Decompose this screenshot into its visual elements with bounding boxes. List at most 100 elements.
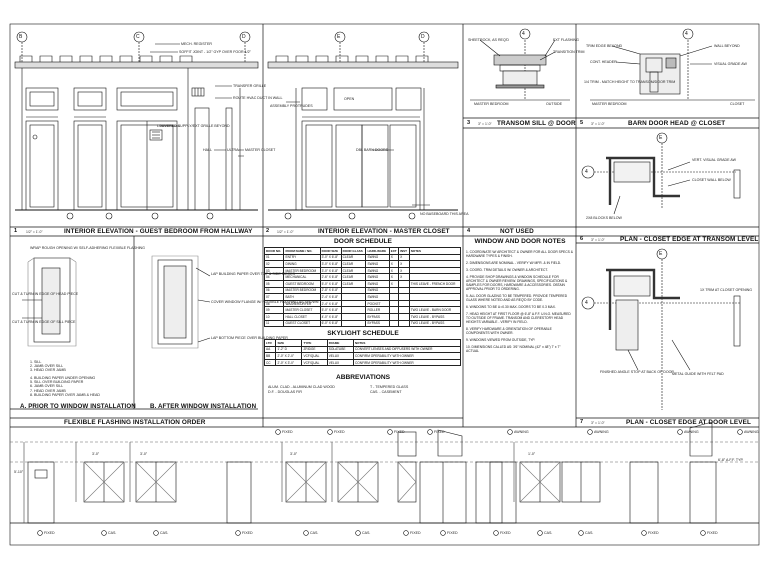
type-tag: AWNING <box>684 430 699 434</box>
skylight-schedule-header-cell: TYPE <box>301 339 328 347</box>
door-schedule-cell <box>388 286 400 295</box>
label-cut-turn-sill: CUT & TURN IN EDGE OF SILL PIECE <box>12 320 76 324</box>
label-trim-closet: 1X TRIM AT CLOSET OPENING <box>700 288 753 292</box>
door-schedule-title: DOOR SCHEDULE <box>334 238 392 245</box>
skylight-schedule-cell: VELUX <box>326 352 354 360</box>
door-schedule-cell: MECHANICAL <box>283 273 321 281</box>
panel-2-scale: 1/2" = 1'-0" <box>277 230 294 234</box>
label-2x8-blocks: 2X8 BLOCKS BELOW <box>586 216 622 220</box>
door-schedule-cell: TWO LEAVE - BYPASS <box>408 312 462 321</box>
type-tag: AWNING <box>744 430 759 434</box>
label-master-closet: MASTER CLOSET <box>245 148 276 152</box>
label-hr-trim: 1/4 TRIM - MATCH HEIGHT TO TRANSOM/DOOR … <box>584 80 676 84</box>
door-schedule-cell: 04 <box>263 273 285 281</box>
label-sheetrock: SHEETROCK, AS REQ'D <box>468 38 510 42</box>
door-schedule-cell <box>398 293 410 301</box>
flashing-b-title: B. AFTER WINDOW INSTALLATION <box>150 403 257 410</box>
door-schedule-cell <box>408 299 462 308</box>
type-tag: FIXED <box>394 430 405 434</box>
label-ultra: ULTRA <box>227 148 239 152</box>
panel-7-title: PLAN - CLOSET EDGE AT DOOR LEVEL <box>626 419 751 426</box>
door-schedule-cell <box>340 306 367 314</box>
door-schedule-cell: 3'-0" X 6'-8" <box>319 260 342 268</box>
door-schedule-header-cell: EXT <box>388 247 400 255</box>
label-mech-register: MECH. REGISTER <box>181 42 212 46</box>
skylight-schedule-cell: SOLATUBE <box>326 345 354 354</box>
type-tag: FIXED <box>44 531 55 535</box>
panel-1-scale: 1/2" = 1'-0" <box>26 230 43 234</box>
label-open: OPEN <box>344 97 355 101</box>
door-schedule-cell: HALL CLOSET <box>283 312 321 321</box>
dim-label: 5'-10" <box>14 470 24 474</box>
door-schedule-cell: ENTRY <box>283 253 321 262</box>
door-schedule-cell: MASTER CLOSET <box>283 306 321 314</box>
panel-5-title: BARN DOOR HEAD @ CLOSET <box>628 120 726 127</box>
dim-label: 3'-0" <box>290 452 298 456</box>
skylight-schedule-cell: VCF/QUAL <box>301 358 328 367</box>
type-tag: FIXED <box>242 531 253 535</box>
door-schedule-cell: 2'-8" X 6'-8" <box>319 286 342 295</box>
door-schedule-cell: CLEAR <box>340 266 367 275</box>
panel-1-title: INTERIOR ELEVATION - GUEST BEDROOM FROM … <box>64 228 253 235</box>
door-schedule-header-cell: NOTES <box>408 247 462 255</box>
grid-bubble-b: B <box>19 34 23 40</box>
door-schedule-cell: CLEAR <box>340 279 367 288</box>
door-schedule-cell <box>398 319 410 328</box>
door-schedule-cell: CLEAR <box>340 253 367 262</box>
dim-label: 1'-0" <box>528 452 536 456</box>
window-note: 8. VERIFY HARDWARE & ORIENTATION OF OPER… <box>466 327 552 336</box>
skylight-schedule-cell: 2'-0" X 3'-0" <box>275 358 303 367</box>
type-tag: FIXED <box>707 531 718 535</box>
flashing-a-title: A. PRIOR TO WINDOW INSTALLATION <box>20 403 136 410</box>
type-tag: AWNING <box>514 430 529 434</box>
door-schedule-cell <box>388 299 400 308</box>
type-tag: FIXED <box>410 531 421 535</box>
window-note: 2. DIMENSIONS ARE NOMINAL - VERIFY W/ MF… <box>466 261 562 265</box>
door-schedule-header-cell: DOOR SIZE <box>319 247 342 255</box>
door-schedule-cell: X <box>398 266 410 275</box>
panel-3-title: TRANSOM SILL @ DOOR <box>497 120 576 127</box>
panel-2-number: 2 <box>266 228 270 234</box>
door-schedule-header-cell: DOOR NO. <box>263 247 285 255</box>
grid-bubble-e3: E <box>659 251 663 257</box>
door-schedule-cell: 2'-4" X 6'-8" <box>319 293 342 301</box>
type-tag: FIXED <box>334 430 345 434</box>
door-schedule-cell: X <box>388 260 400 268</box>
label-assembly: ASSEMBLY PROTRUDES <box>270 104 313 108</box>
door-schedule-cell <box>388 306 400 314</box>
skylight-schedule-cell: VCF/QUAL <box>301 352 328 360</box>
grid-bubble-e2: E <box>659 135 663 141</box>
door-schedule-cell: SWING <box>365 266 390 275</box>
door-schedule-cell: 02 <box>263 260 285 268</box>
grid-bubble-d2: D <box>421 34 425 40</box>
grid-bubble-4a: 4 <box>522 31 525 37</box>
door-schedule-cell <box>398 299 410 308</box>
panel-3-scale: 3" = 1'-0" <box>478 122 492 126</box>
dim-label: 6'-8" A.F.F. TYP. <box>718 458 744 462</box>
label-transition: TRANSITION TRIM <box>553 50 585 54</box>
window-note: 7. HEAD HEIGHT AT FIRST FLOOR @ 6'-8" A.… <box>466 311 571 325</box>
door-schedule-cell <box>340 293 367 301</box>
panel-6-number: 6 <box>580 236 584 242</box>
door-schedule-cell <box>408 273 462 281</box>
panel-6-scale: 3" = 1'-0" <box>591 238 605 242</box>
grid-bubble-c: C <box>136 34 140 40</box>
label-closet-wall: CLOSET WALL BELOW <box>692 178 731 182</box>
door-schedule-cell <box>340 319 367 328</box>
door-schedule-cell: X <box>398 253 410 262</box>
door-schedule-cell: X <box>398 260 410 268</box>
door-schedule-header-cell: INST <box>398 247 410 255</box>
door-schedule-header-cell: HARD-WARE <box>365 247 390 255</box>
door-schedule-cell <box>340 299 367 308</box>
panel-7-scale: 3" = 1'-0" <box>591 421 605 425</box>
abbr-item-3: T - TEMPERED GLASS <box>370 385 409 389</box>
